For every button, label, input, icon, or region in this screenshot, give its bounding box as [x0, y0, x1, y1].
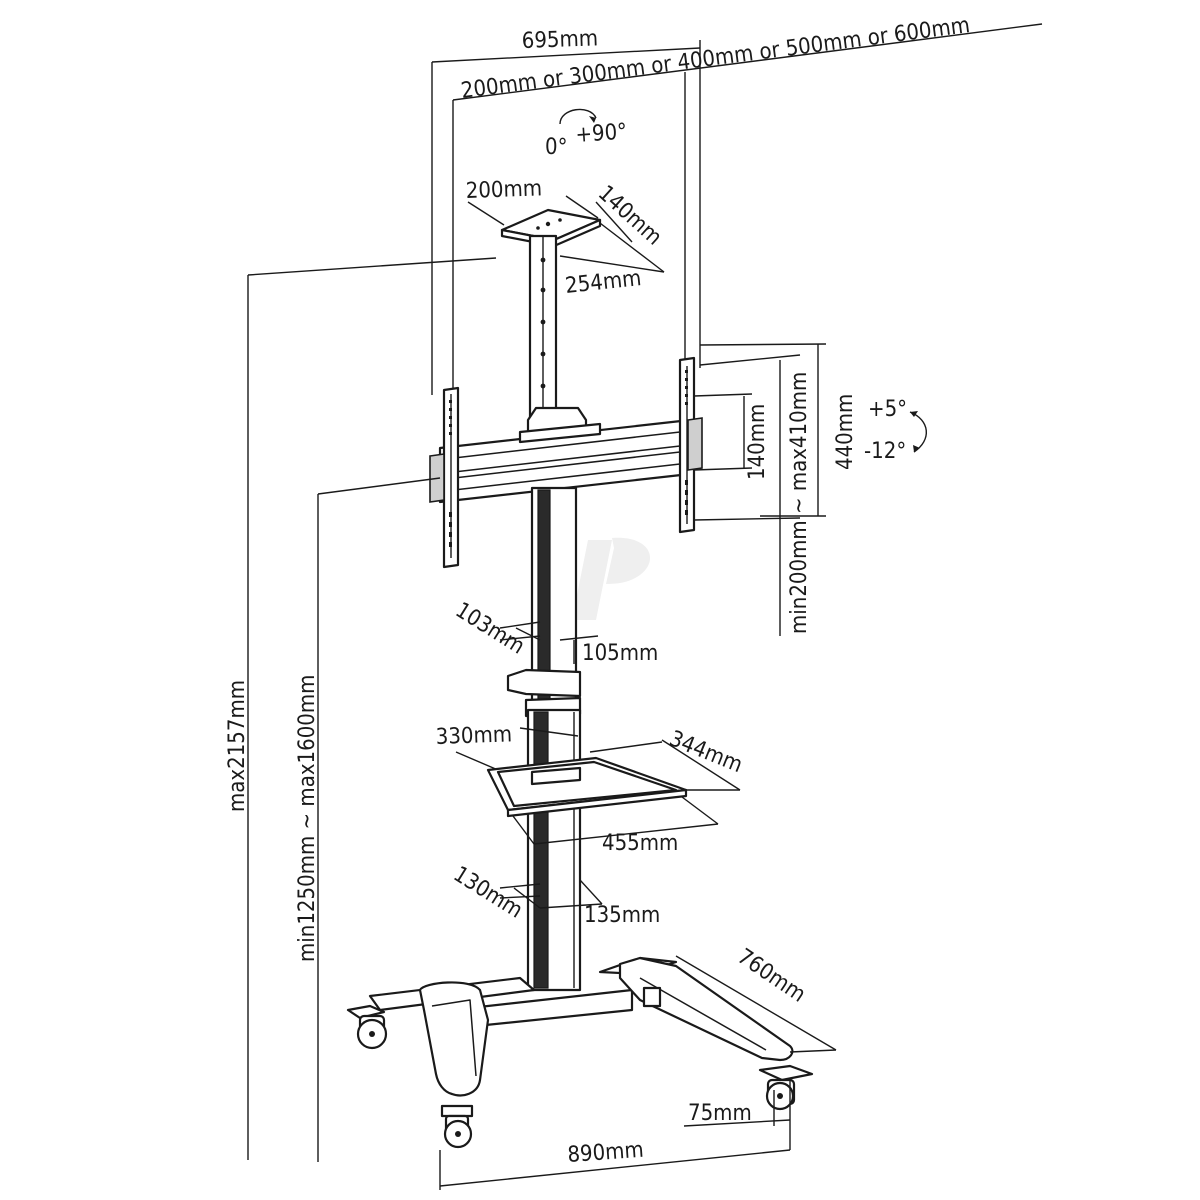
caster-wheel-front-right [758, 1064, 814, 1111]
tilt-arrow-icon [909, 411, 927, 453]
tilt-up-label: +5° [868, 397, 907, 422]
shelf-front-width-label: 455mm [602, 831, 678, 856]
height-dimensions [247, 257, 497, 1162]
tray-top-length-label: 254mm [564, 266, 643, 299]
caster-wheel-rear-left [346, 1004, 388, 1050]
base-width-label: 890mm [567, 1138, 645, 1168]
outer-pole-depth-label: 130mm [449, 862, 527, 924]
tray-top-width-label: 200mm [465, 176, 542, 204]
shelf-depth-label: 344mm [666, 726, 746, 778]
rotation-90-label: +90° [575, 119, 628, 148]
base-width-dimensions [439, 1080, 791, 1190]
vesa-options-label: 200mm or 300mm or 400mm or 500mm or 600m… [460, 13, 972, 104]
vesa-vertical-label: min200mm ~ max410mm [787, 372, 812, 634]
bracket-total-height-label: 440mm [833, 394, 858, 470]
bracket-height-dimensions [693, 343, 827, 636]
rolling-base [368, 955, 837, 1097]
inner-pole-dimensions [499, 621, 599, 664]
middle-shelf [455, 727, 741, 845]
caster-wheel-front-left [440, 1104, 474, 1149]
center-pole [506, 486, 582, 992]
overall-width-label: 695mm [521, 26, 598, 54]
bracket-height-label: 140mm [745, 404, 770, 480]
rotation-arrow-icon [559, 108, 597, 125]
base-depth-label: 760mm [733, 944, 810, 1007]
tilt-down-label: -12° [864, 439, 906, 464]
inner-pole-width-label: 105mm [582, 641, 658, 666]
center-height-label: min1250mm ~ max1600mm [295, 675, 320, 962]
left-arm-holes [449, 400, 452, 547]
top-camera-shelf [467, 195, 665, 434]
vesa-mount-bracket [429, 356, 703, 569]
caster-offset-label: 75mm [688, 1101, 752, 1126]
right-arm-holes [685, 370, 688, 515]
top-width-dimensions [431, 23, 1043, 395]
watermark-logo [572, 537, 651, 620]
rotation-0-label: 0° [545, 135, 567, 160]
outer-pole-width-label: 135mm [584, 903, 660, 928]
max-height-label: max2157mm [225, 680, 250, 812]
caster-wheel-rear-right [642, 986, 662, 1008]
outer-pole-dimensions [499, 879, 603, 909]
shelf-back-width-label: 330mm [435, 722, 512, 750]
